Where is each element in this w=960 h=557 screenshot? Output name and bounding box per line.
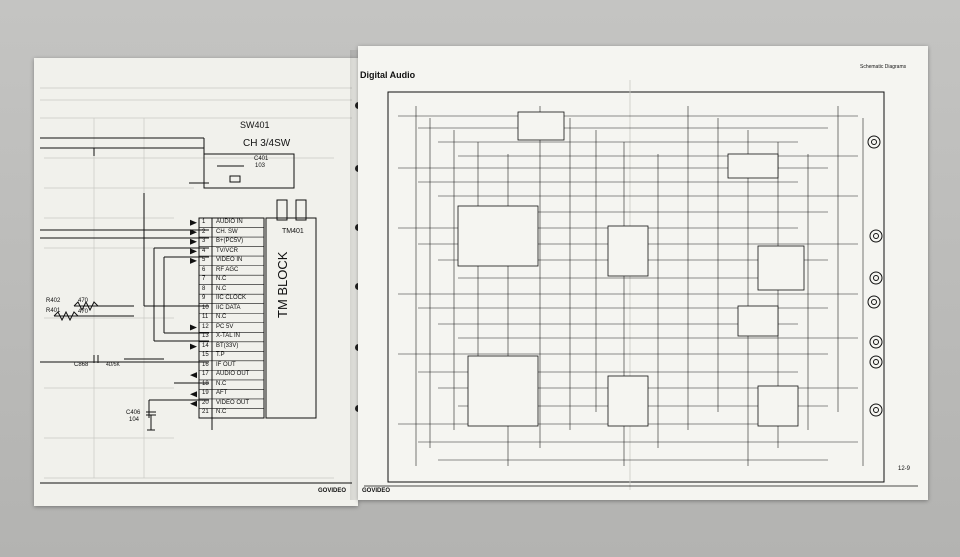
pin-number: 4 (202, 247, 206, 254)
signal-arrow (190, 238, 197, 245)
output-jack-center (873, 275, 879, 281)
pin-label: IIC DATA (216, 304, 241, 311)
block-ref: TM401 (282, 228, 304, 235)
pin-number: 20 (202, 399, 209, 406)
pin-label: T.P (216, 352, 225, 359)
pin-label: RF AGC (216, 266, 239, 273)
pin-number: 5 (202, 257, 206, 264)
left-schematic-page: SW401 CH 3/4SW C401 103 TM401 TM BLOCK R… (34, 58, 358, 506)
pin-label: AUDIO OUT (216, 371, 250, 378)
output-jack-center (873, 359, 879, 365)
pin-number: 2 (202, 228, 206, 235)
pin-number: 10 (202, 304, 209, 311)
pin-number: 1 (202, 219, 206, 225)
pin-label: N.C (216, 314, 227, 321)
ic-chip (757, 385, 799, 427)
signal-arrow (190, 324, 197, 331)
pin-number: 12 (202, 323, 209, 330)
cap-c401-value: 103 (255, 163, 266, 169)
switch-ref: SW401 (240, 120, 270, 130)
pin-label: CH. SW (216, 228, 238, 235)
signal-arrow (190, 229, 197, 236)
resistor-r401: R401 (46, 308, 61, 314)
pin-label: N.C (216, 409, 227, 416)
pin-number: 3 (202, 238, 206, 245)
pin-label: IF OUT (216, 361, 236, 368)
pin-number: 19 (202, 390, 209, 397)
header-right: Schematic Diagrams (860, 64, 907, 70)
pin-number: 14 (202, 342, 209, 349)
output-jack-center (873, 407, 879, 413)
block-name: TM BLOCK (275, 251, 290, 318)
output-jack-center (873, 233, 879, 239)
section-title: Digital Audio (360, 70, 416, 80)
pin-number: 21 (202, 409, 209, 416)
ic-chip (737, 305, 779, 337)
signal-arrow (190, 248, 197, 255)
pin-label: BT(33V) (216, 342, 239, 349)
resistor-r401-value: 470 (78, 309, 89, 315)
resistor-r402: R402 (46, 298, 61, 304)
pin-label: N.C (216, 380, 227, 387)
right-schematic-page: Digital Audio Schematic Diagrams GOVIDEO… (358, 46, 928, 500)
right-footer-brand: GOVIDEO (362, 488, 391, 494)
left-footer-brand: GOVIDEO (318, 488, 347, 494)
signal-arrow (190, 343, 197, 350)
pin-number: 13 (202, 333, 209, 340)
pin-label: AUDIO IN (216, 219, 243, 225)
ic-chip (757, 245, 805, 291)
ic-chip (727, 153, 779, 179)
pin-label: PC 5V (216, 323, 234, 330)
pin-label: VIDEO IN (216, 257, 243, 264)
pin-number: 8 (202, 285, 206, 292)
left-schematic-drawing (40, 87, 352, 484)
pin-number: 11 (202, 314, 209, 321)
pin-number: 18 (202, 380, 209, 387)
output-jack-center (871, 299, 877, 305)
pin-label: N.C (216, 285, 227, 292)
ic-chip (467, 355, 539, 427)
pin-number: 9 (202, 295, 206, 302)
pin-label: AFT (216, 390, 228, 397)
cap-c406-value: 104 (129, 417, 140, 423)
ic-chip (607, 225, 649, 277)
ic-chip (457, 205, 539, 267)
ic-chip (517, 111, 565, 141)
pin-number: 7 (202, 276, 206, 283)
signal-arrow (190, 391, 197, 398)
pin-number: 6 (202, 266, 206, 273)
pin-number: 15 (202, 352, 209, 359)
digital-audio-schematic-drawing (364, 80, 918, 490)
signal-arrow (190, 372, 197, 379)
pin-label: N.C (216, 276, 227, 283)
cap-c401-ref: C401 (254, 156, 269, 162)
cap-c868-ref: C868 (74, 362, 89, 368)
output-jack-center (871, 139, 877, 145)
pin-number: 16 (202, 361, 209, 368)
page-number: 12-9 (898, 466, 911, 472)
signal-arrow (190, 219, 197, 226)
switch-label: CH 3/4SW (243, 138, 291, 149)
resistor-r402-value: 470 (78, 298, 89, 304)
output-jack-center (873, 339, 879, 345)
pin-label: X-TAL IN (216, 333, 241, 340)
cap-c868-value: 4D/5K (106, 362, 120, 368)
pin-label: VIDEO OUT (216, 399, 250, 406)
pin-label: IIC CLOCK (216, 295, 247, 302)
pin-label: B+(PC5V) (216, 238, 244, 245)
signal-arrow (190, 257, 197, 264)
signal-arrow (190, 400, 197, 407)
cap-c406-ref: C406 (126, 410, 141, 416)
pin-number: 17 (202, 371, 209, 378)
ic-chip (607, 375, 649, 427)
pin-label: TV/VCR (216, 247, 239, 254)
